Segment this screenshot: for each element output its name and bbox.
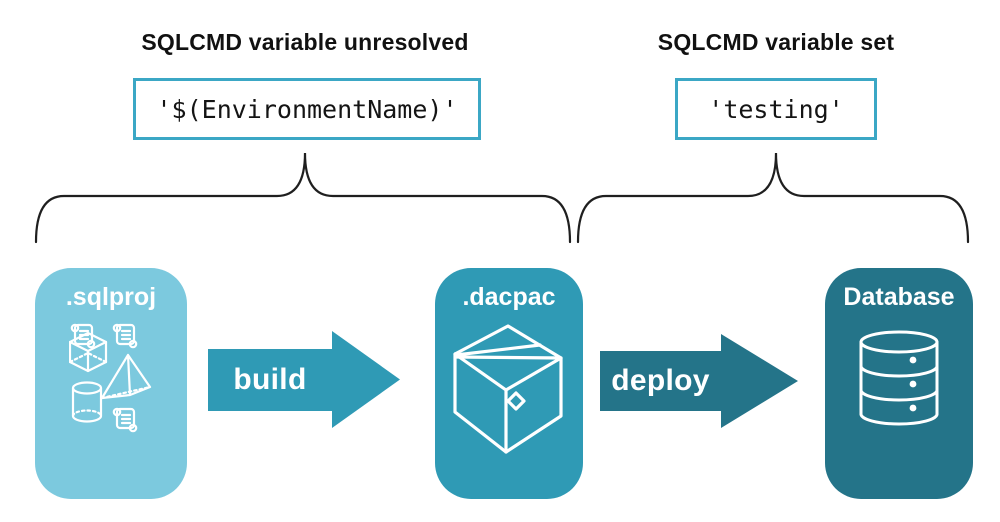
deploy-arrow-label: deploy bbox=[611, 364, 710, 397]
scroll-icon bbox=[112, 407, 138, 433]
curly-brace-right bbox=[576, 152, 970, 244]
build-arrow-shape bbox=[208, 331, 400, 428]
stage-card-dacpac: .dacpac bbox=[435, 268, 583, 499]
database-icon bbox=[859, 330, 939, 426]
deploy-arrow bbox=[600, 334, 798, 428]
value-box-unresolved: '$(EnvironmentName)' bbox=[133, 78, 481, 140]
heading-sqlcmd-set: SQLCMD variable set bbox=[657, 28, 895, 55]
build-arrow-label: build bbox=[233, 363, 307, 396]
sql-project-objects-icon bbox=[69, 323, 152, 433]
pyramid-icon bbox=[100, 353, 152, 400]
deploy-arrow-shape bbox=[600, 334, 798, 428]
scroll-icon bbox=[112, 323, 138, 349]
cube-icon bbox=[69, 331, 108, 373]
value-box-set: 'testing' bbox=[675, 78, 877, 140]
build-arrow bbox=[208, 331, 400, 428]
sqlcmd-variable-placeholder: '$(EnvironmentName)' bbox=[156, 94, 458, 124]
stage-card-sqlproj: .sqlproj bbox=[35, 268, 187, 499]
sqlcmd-variable-value: 'testing' bbox=[708, 94, 844, 124]
package-icon bbox=[453, 324, 563, 454]
heading-sqlcmd-unresolved: SQLCMD variable unresolved bbox=[141, 28, 469, 55]
cylinder-icon bbox=[71, 381, 103, 423]
stage-label: .dacpac bbox=[462, 283, 556, 311]
stage-label: .sqlproj bbox=[65, 283, 157, 311]
curly-brace-left bbox=[34, 152, 572, 244]
stage-card-database: Database bbox=[825, 268, 973, 499]
stage-label: Database bbox=[843, 283, 955, 311]
